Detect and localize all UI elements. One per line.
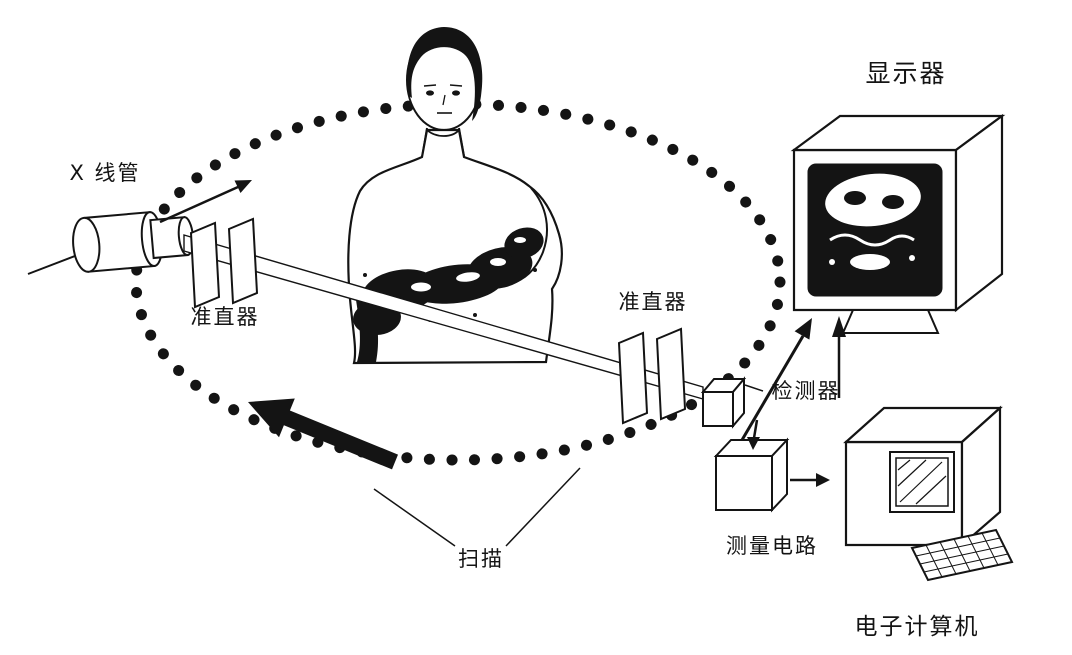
arrow-xray-direction (159, 180, 252, 224)
label-detector: 检测器 (772, 379, 841, 403)
arrow-measurement-to-computer (790, 473, 830, 487)
ct-image-on-screen (825, 173, 921, 270)
patient-figure (347, 27, 563, 365)
arrow-detector-to-measurement (747, 419, 760, 450)
measurement-circuit-cube (713, 437, 790, 513)
detector-cube (700, 376, 764, 429)
label-xray-tube: X 线管 (69, 161, 140, 185)
label-monitor: 显示器 (865, 59, 946, 88)
collimator-right (617, 327, 687, 425)
label-collimator-right: 准直器 (619, 290, 688, 314)
computer (843, 405, 1014, 582)
label-computer: 电子计算机 (855, 614, 980, 640)
scan-direction-arrow (248, 398, 398, 470)
label-scan: 扫描 (458, 547, 504, 571)
arrow-detector-to-monitor (740, 318, 812, 441)
monitor-stand (841, 309, 940, 334)
computer-keyboard (910, 528, 1014, 582)
scan-pointer-lines (373, 467, 581, 547)
collimator-left (189, 217, 259, 309)
label-collimator-left: 准直器 (191, 305, 260, 329)
xray-tube (27, 180, 252, 275)
monitor (790, 113, 1006, 334)
label-measurement-circuit: 测量电路 (726, 534, 818, 558)
